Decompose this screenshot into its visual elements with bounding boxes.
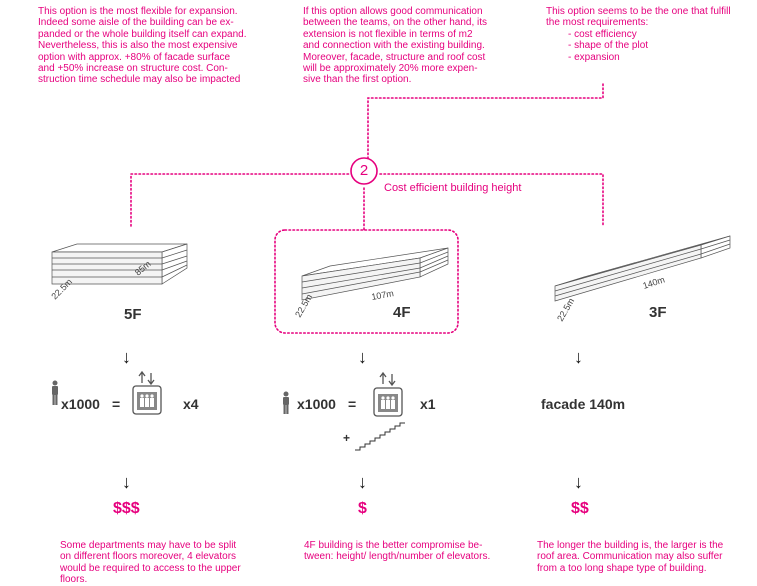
stairs-icon [355,422,405,451]
note-line: struction time schedule may also be impa… [38,74,241,86]
cost-indicator: $ [358,500,367,517]
description-line: The longer the building is, the larger i… [537,540,724,551]
length-label-2: 107m [371,288,395,302]
floors-label-3f: 3F [649,304,667,321]
equals-sign: = [348,396,357,412]
arrow-down: ↓ [122,472,131,492]
building-3f [554,235,731,302]
note-line: This option is the most flexible for exp… [38,6,238,17]
connector-left [130,173,351,227]
requirement-item: shape of the plot [568,40,746,51]
step-circle [350,157,378,185]
description-line: on different floors moreover, 4 elevator… [60,551,237,563]
description-line: tween: height/ length/number of elevator… [304,551,491,563]
length-label-3: 140m [642,274,667,290]
description-line: from a too long shape type of building. [537,562,707,574]
arrow-down: ↓ [358,347,367,367]
facade-label: facade 140m [541,396,626,412]
note-line: the most requirements: [546,17,649,29]
note-option-3: This option seems to be the one that ful… [546,6,746,63]
person-icon [283,391,289,414]
note-line: If this option allows good communication [303,6,483,17]
building-4f [301,247,449,301]
requirement-item: expansion [568,52,746,63]
occupancy-label: x1000 [61,396,100,412]
elevator-icon [132,370,162,415]
note-line: panded or the whole building itself can … [38,28,247,40]
note-line: Nevertheless, this is also the most expe… [38,40,238,52]
description-option-3: The longer the building is, the larger i… [537,540,752,574]
description-option-2: 4F building is the better compromise be-… [304,540,524,563]
floors-label-5f: 5F [124,306,142,323]
description-line: would be required to access to the upper [60,562,241,574]
note-line: between the teams, on the other hand, it… [303,17,488,29]
elevator-count: x4 [183,396,199,412]
arrow-down: ↓ [574,347,583,367]
cost-indicator: $$ [571,500,589,517]
description-option-1: Some departments may have to be split on… [60,540,280,586]
note-line: Indeed some aisle of the building can be… [38,17,234,29]
requirement-item: cost efficiency [568,29,746,40]
step-number: 2 [359,162,369,179]
note-option-2: If this option allows good communication… [303,6,523,86]
note-line: Moreover, facade, structure and roof cos… [303,51,486,63]
person-icon [52,380,58,405]
note-line: extension is not flexible in terms of m2 [303,28,473,40]
elevator-icon [373,371,403,417]
arrow-down: ↓ [358,472,367,492]
note-line: option with approx. +80% of facade surfa… [38,51,231,63]
note-line: will be approximately 20% more expen- [303,63,478,75]
stairs-plus: + [343,431,351,445]
note-option-1: This option is the most flexible for exp… [38,6,268,86]
description-line: 4F building is the better compromise be- [304,540,483,551]
note-line: This option seems to be the one that ful… [546,6,731,17]
occupancy-label: x1000 [297,396,336,412]
cost-indicator: $$$ [113,500,140,517]
building-5f [51,243,188,285]
elevator-count: x1 [420,396,436,412]
floors-label-4f: 4F [393,304,411,321]
description-line: roof area. Communication may also suffer [537,551,723,563]
width-label-2: 22.5m [293,292,314,319]
connector-top [367,83,604,159]
description-line: floors. [60,574,88,586]
step-title: Cost efficient building height [384,182,522,194]
description-line: Some departments may have to be split [60,540,237,551]
connector-right [379,173,604,227]
note-line: sive than the first option. [303,74,412,86]
note-line: and +50% increase on structure cost. Con… [38,63,228,75]
selected-option-box [274,229,459,334]
arrow-down: ↓ [574,472,583,492]
arrow-down: ↓ [122,347,131,367]
requirements-list: cost efficiency shape of the plot expans… [546,29,746,63]
equals-sign: = [112,396,121,412]
note-line: and connection with the existing buildin… [303,40,485,52]
